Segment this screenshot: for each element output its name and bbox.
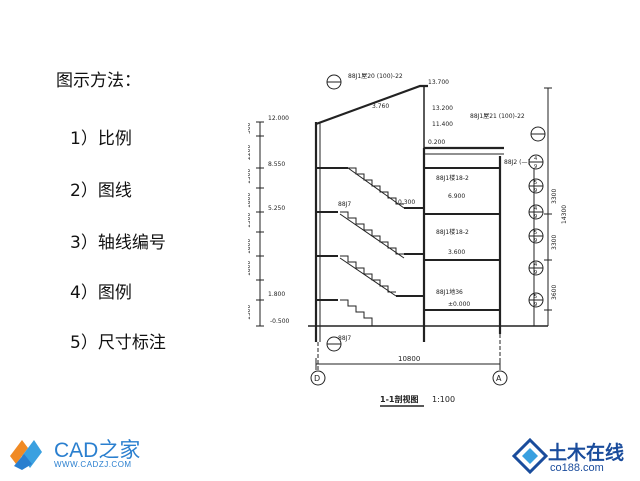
elevation-label: ±0.000 [448, 301, 470, 308]
elevation-label: 1.800 [268, 291, 285, 298]
detail-number: 9 [534, 270, 537, 276]
detail-symbols [528, 154, 544, 308]
elevation-label: 5.250 [268, 205, 285, 212]
note-label: 88J7 [338, 335, 351, 342]
roof-slope [315, 84, 428, 126]
small-label: 3.760 [372, 103, 389, 110]
drawing-caption: 1-1剖视图 [380, 394, 418, 404]
cadzj-logo[interactable]: CAD之家 WWW.CADZJ.COM [2, 432, 182, 478]
elevation-label: 8.550 [268, 161, 285, 168]
detail-number: 9 [534, 164, 537, 170]
cadzj-brand: CAD之家 [54, 439, 141, 462]
elevation-label: 13.700 [428, 79, 449, 86]
dim-label: 1800 [248, 193, 252, 208]
dim-label: 2200 [248, 145, 252, 160]
drawing-scale: 1:100 [432, 395, 455, 404]
list-item-legend: 4）图例 [70, 283, 132, 303]
list-item-scale: 1）比例 [70, 129, 132, 149]
small-label: 0.300 [398, 199, 415, 206]
detail-number: 4 [534, 206, 537, 212]
note-label: 88J1地36 [436, 288, 463, 296]
axis-label-a: A [496, 374, 502, 383]
list-item-dimensioning: 5）尺寸标注 [70, 333, 166, 353]
elevation-label: 6.900 [448, 193, 465, 200]
elevation-label: 3.600 [448, 249, 465, 256]
dim-label: 1800 [248, 239, 252, 254]
dim-label: 3300 [551, 235, 558, 250]
detail-number: 5 [534, 230, 537, 236]
list-item-line-types: 2）图线 [70, 181, 132, 201]
overall-height-label: 14300 [561, 205, 568, 224]
co188-url: co188.com [550, 462, 604, 474]
detail-number: 4 [534, 262, 537, 268]
dim-label: 1800 [248, 261, 252, 276]
dim-label: 3300 [551, 189, 558, 204]
elevation-label: 13.200 [432, 105, 453, 112]
note-label: 88J1屋21 (100)-22 [470, 113, 525, 120]
detail-number: 5 [534, 180, 537, 186]
overall-width-label: 10800 [398, 355, 420, 363]
dim-label: 1300 [248, 305, 252, 320]
note-label: 88J1楼18-2 [436, 174, 469, 182]
small-label: 0.200 [428, 139, 445, 146]
detail-number: 9 [534, 238, 537, 244]
elevation-label: 12.000 [268, 115, 289, 122]
dim-label: 500 [248, 122, 252, 134]
note-label: 88J1屋20 (100)-22 [348, 73, 403, 80]
detail-number: 9 [534, 302, 537, 308]
note-label: 88J1楼18-2 [436, 228, 469, 236]
dim-label: 1500 [248, 213, 252, 228]
note-label: 88J7 [338, 201, 351, 208]
detail-number: 9 [534, 214, 537, 220]
axis-bubble-d [310, 370, 326, 386]
elevation-label: 11.400 [432, 121, 453, 128]
dim-label: 3600 [551, 285, 558, 300]
slide-heading: 图示方法： [56, 71, 141, 91]
detail-number: 4 [534, 156, 537, 162]
elevation-label: -0.500 [270, 318, 290, 325]
co188-logo-icon [512, 438, 548, 474]
axis-label-d: D [314, 374, 320, 383]
cadzj-url: WWW.CADZJ.COM [54, 460, 132, 469]
cadzj-logo-icon [10, 440, 42, 470]
stair-flight-1 [348, 167, 404, 205]
list-item-axis-numbering: 3）轴线编号 [70, 233, 166, 253]
co188-brand: 土木在线 [548, 442, 625, 464]
detail-number: 9 [534, 188, 537, 194]
axis-bubble-a [492, 370, 508, 386]
note-label: 88J2 (—) [504, 159, 530, 166]
co188-logo[interactable]: 土木在线 co188.com [480, 436, 636, 478]
section-drawing: 12.000 8.550 5.250 1.800 -0.500 13.700 1… [248, 73, 568, 407]
detail-number: 5 [534, 294, 537, 300]
dim-label: 1500 [248, 169, 252, 184]
